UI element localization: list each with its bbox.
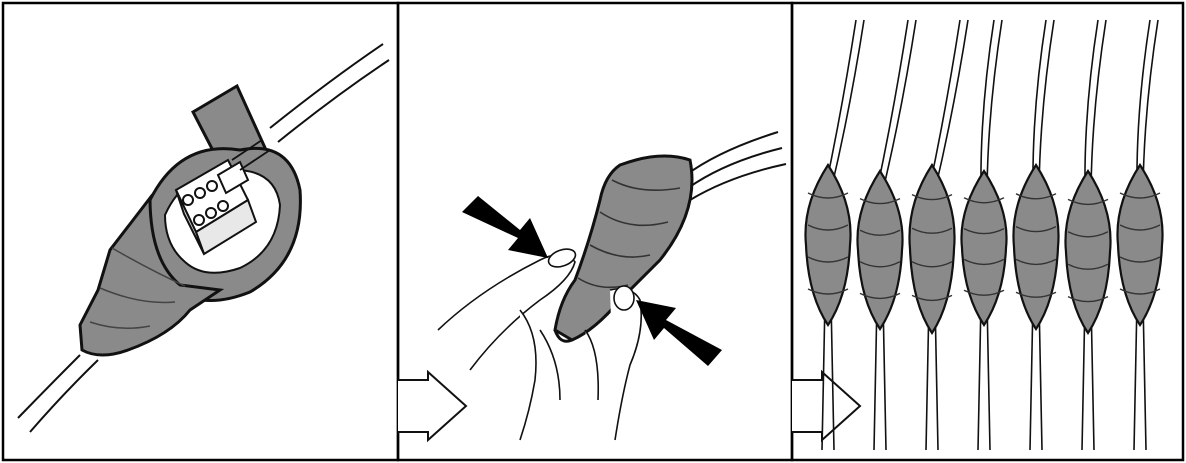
- wrapped-bundle: [856, 19, 917, 451]
- solid-black-arrow-icon: [636, 300, 722, 366]
- panel-2-pressing-tape: [437, 131, 787, 441]
- wrapped-bundle: [804, 19, 865, 451]
- wrapped-bundle: [1116, 19, 1164, 451]
- terminal-block-connector: [174, 158, 258, 256]
- panel-3-finished-bundles: [804, 19, 1164, 451]
- cable-pair: [685, 131, 787, 201]
- left-hand: [437, 248, 577, 441]
- panel-3-frame: [790, 1, 1185, 462]
- wrapped-bundle: [960, 19, 1008, 451]
- outline-right-arrow-icon: [792, 369, 862, 443]
- right-hand: [584, 285, 643, 441]
- outline-right-arrow-icon: [398, 369, 468, 443]
- wrapped-bundle: [908, 19, 969, 451]
- wrapped-bundle: [1064, 19, 1112, 451]
- tape-cone: [78, 193, 225, 357]
- wrapped-bundle: [1012, 19, 1060, 451]
- solid-black-arrow-icon: [462, 196, 548, 258]
- cable-lower: [17, 354, 99, 433]
- cable-upper: [269, 43, 390, 143]
- panel-1-tape-wrapping: [17, 43, 390, 433]
- wrapped-tape-tube: [553, 154, 694, 342]
